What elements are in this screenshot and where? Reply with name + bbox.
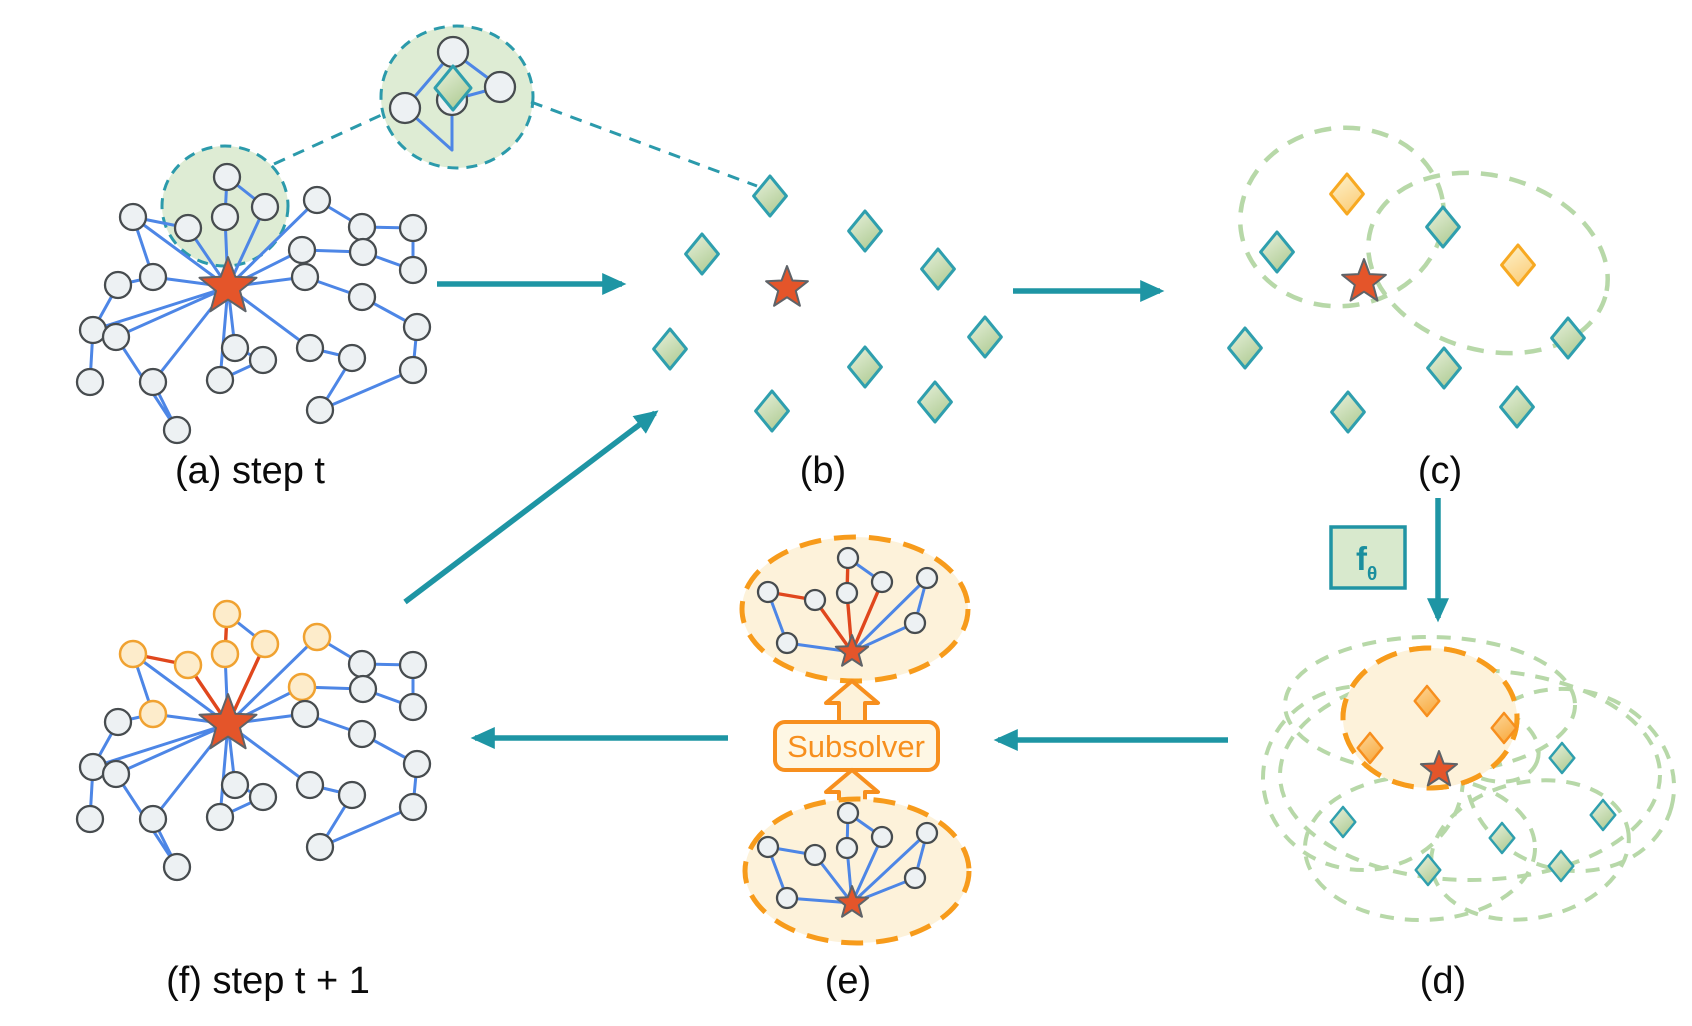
diamond-icon <box>1331 807 1356 837</box>
graph-nodes <box>756 546 939 655</box>
model-box: fθ <box>1329 525 1407 590</box>
panel-f-label: (f) step t + 1 <box>166 960 370 1002</box>
panel-c: (c) <box>1229 125 1630 492</box>
graph-step-t <box>75 162 432 445</box>
diamond-icon <box>756 391 789 431</box>
solution-edges <box>766 556 884 654</box>
graph-edges <box>766 556 929 654</box>
panel-b: (b) <box>654 176 1002 492</box>
graph-nodes <box>75 162 432 445</box>
panel-b-label: (b) <box>800 450 846 492</box>
subsolver-frame <box>773 720 940 772</box>
selected-cluster-border <box>1340 645 1520 791</box>
diamond-icon <box>1501 387 1534 427</box>
panel-a: (a) step t <box>75 24 758 492</box>
diamond-icon <box>1552 318 1585 358</box>
diamond-icon <box>1229 328 1262 368</box>
solved-subgraph <box>739 534 971 684</box>
panel-d: (d) <box>1261 635 1677 1002</box>
diamond-icon <box>1261 232 1294 272</box>
subproblem-ellipse <box>742 796 972 946</box>
solution-edges <box>131 612 267 726</box>
panel-f <box>75 599 432 882</box>
diamond-icon <box>849 211 882 251</box>
diamond-icon <box>1428 348 1461 388</box>
graph-node <box>388 91 422 125</box>
diamond-icon <box>1550 743 1575 773</box>
diamond-icon <box>1332 392 1365 432</box>
up-block-arrow-icon <box>824 679 880 724</box>
embedding-diamonds <box>1229 174 1585 432</box>
diamond-icon <box>754 176 787 216</box>
diamond-icon <box>919 382 952 422</box>
diamond-icon <box>1549 851 1574 881</box>
panel-e: Subsolver (e) <box>739 534 972 1002</box>
subsolver-box: Subsolver <box>773 720 940 772</box>
graph-edges <box>766 811 929 905</box>
diamond-icon <box>1490 823 1515 853</box>
zoom-callout-line <box>273 110 389 166</box>
graph-node <box>436 35 470 69</box>
orange-diamond-icon <box>1331 174 1364 214</box>
diamond-icon <box>849 347 882 387</box>
arrow-f-to-b <box>403 410 659 605</box>
model-box-frame <box>1329 525 1407 590</box>
graph-nodes <box>756 801 939 910</box>
diamond-icon <box>654 329 687 369</box>
panel-c-label: (c) <box>1418 450 1462 492</box>
graph-edges <box>88 175 419 432</box>
model-label: fθ <box>1356 540 1377 585</box>
panel-d-label: (d) <box>1420 960 1466 1002</box>
flow-arrows <box>403 273 1449 751</box>
subsolver-label: Subsolver <box>787 729 925 764</box>
star-icon <box>1342 259 1386 301</box>
panel-e-label: (e) <box>825 960 871 1002</box>
dashed-ellipse-icon <box>1237 125 1447 309</box>
zoom-callout-line <box>530 100 758 188</box>
subproblem-subgraph <box>742 796 972 946</box>
graph-edges <box>403 50 502 152</box>
diamond-icon <box>1427 207 1460 247</box>
dashed-ellipse-icon <box>1366 170 1610 356</box>
panel-a-label: (a) step t <box>175 450 325 492</box>
diamond-icon <box>922 249 955 289</box>
embedding-diamonds <box>654 176 1002 431</box>
diamond-icon <box>969 317 1002 357</box>
graph-step-t-plus-1 <box>75 599 432 882</box>
star-icon <box>766 266 808 306</box>
diamond-icon <box>686 234 719 274</box>
graph-nodes <box>75 599 432 882</box>
cluster-zoom-graph <box>388 35 517 152</box>
graph-node <box>483 70 517 104</box>
orange-diamond-icon <box>1502 245 1535 285</box>
